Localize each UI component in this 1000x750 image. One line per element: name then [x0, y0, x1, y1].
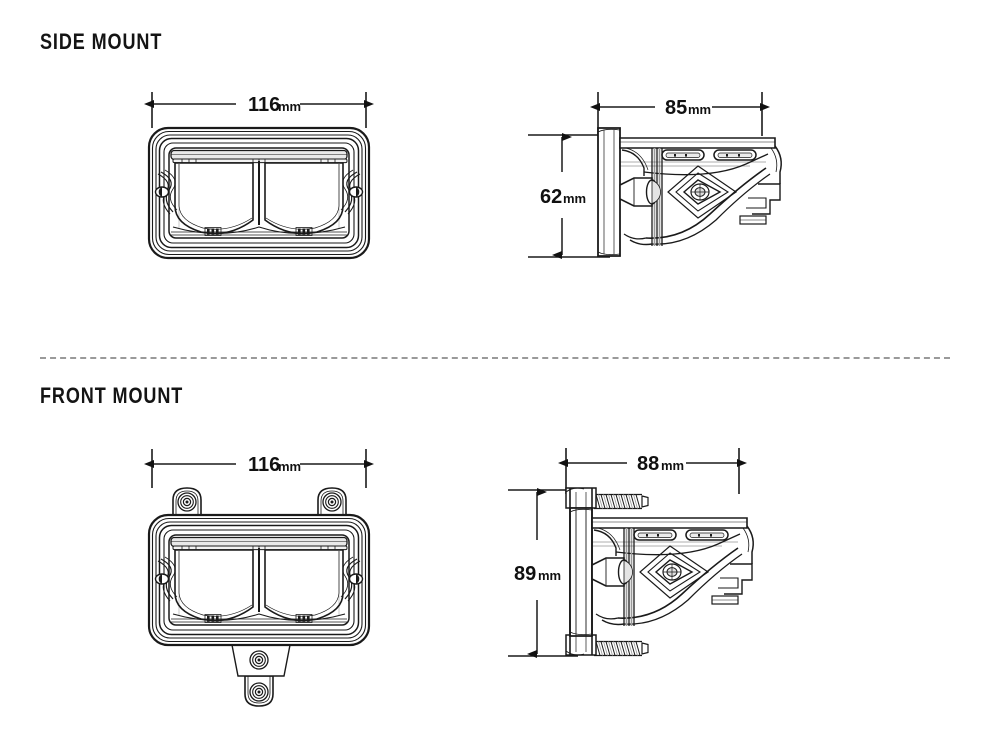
dimension-side-front-width: 116 mm: [144, 92, 374, 128]
dimension-unit-front-depth: mm: [661, 458, 684, 473]
mount-tab-top-right: [317, 487, 347, 519]
dimension-unit-front-height: mm: [538, 568, 561, 583]
front-mount-front-view: [147, 487, 371, 707]
side-mount-side-view: [597, 127, 783, 257]
dimension-front-height: 89 mm: [508, 488, 578, 658]
dimension-unit-side-front-width: mm: [278, 99, 301, 114]
threaded-stud-top: [593, 492, 649, 511]
dimension-label-side-front-width: 116: [248, 94, 280, 116]
dimension-label-front-front-width: 116: [248, 454, 280, 476]
threaded-stud-bottom: [593, 639, 649, 658]
dimension-label-front-height: 89: [514, 563, 536, 585]
dimension-unit-side-height: mm: [563, 191, 586, 206]
side-mount-front-view: [147, 126, 371, 260]
dimension-front-front-width: 116 mm: [144, 449, 374, 488]
dimension-unit-side-depth: mm: [688, 102, 711, 117]
front-mount-side-view: [565, 487, 755, 658]
mount-tab-bottom: [244, 675, 274, 707]
dimension-front-depth: 88 mm: [558, 448, 747, 494]
dimension-unit-front-front-width: mm: [278, 459, 301, 474]
dimension-side-height: 62 mm: [528, 133, 610, 259]
section-title-side-mount: SIDE MOUNT: [40, 29, 163, 54]
mount-tab-top-left: [172, 487, 202, 519]
dimension-label-side-height: 62: [540, 186, 562, 208]
section-divider: [40, 357, 950, 359]
dimension-label-front-depth: 88: [637, 453, 659, 475]
dimension-label-side-depth: 85: [665, 97, 687, 119]
section-title-front-mount: FRONT MOUNT: [40, 383, 184, 408]
dimension-side-depth: 85 mm: [590, 92, 770, 136]
